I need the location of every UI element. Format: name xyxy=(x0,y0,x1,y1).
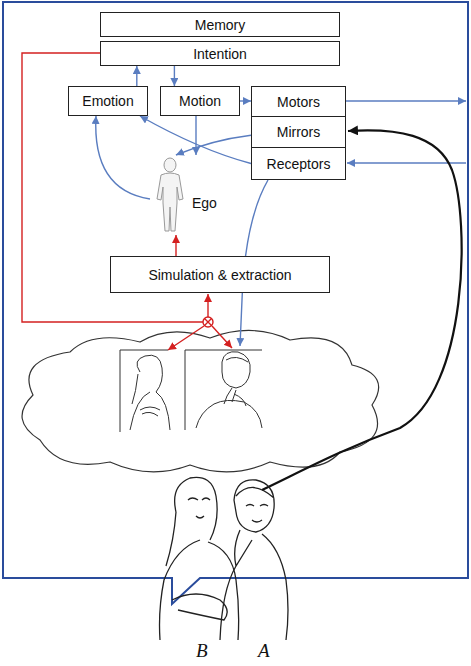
motor-output xyxy=(346,100,466,101)
simulation-box: Simulation & extraction xyxy=(110,256,330,293)
red-arrow xyxy=(207,294,208,317)
motors-box: Motors xyxy=(251,86,346,117)
box-label: Intention xyxy=(193,46,247,62)
ego-figure: Ego xyxy=(150,155,222,235)
memory-box: Memory xyxy=(100,12,340,37)
ego-icon xyxy=(150,155,190,235)
box-label: Mirrors xyxy=(277,124,321,140)
imagined-a xyxy=(185,350,262,430)
blue-connector xyxy=(136,66,137,86)
box-label: Memory xyxy=(195,17,246,33)
ego-label: Ego xyxy=(192,195,217,211)
red-arrow xyxy=(212,326,232,348)
person-a xyxy=(220,480,288,640)
box-label: Motion xyxy=(179,93,221,109)
blue-connector xyxy=(176,135,251,155)
mirrors-box: Mirrors xyxy=(251,116,346,148)
callout-frame xyxy=(3,2,468,604)
red-arrow xyxy=(168,326,204,350)
blue-connector xyxy=(195,116,196,155)
box-label: Emotion xyxy=(82,93,133,109)
emotion-box: Emotion xyxy=(68,86,148,116)
combine-symbol xyxy=(203,317,213,327)
intention-box: Intention xyxy=(100,41,340,66)
person-label: B xyxy=(196,640,208,662)
thought-cloud xyxy=(22,330,379,471)
box-label: Receptors xyxy=(267,156,331,172)
person-b xyxy=(160,477,239,640)
blue-connector xyxy=(174,66,175,86)
blue-connector xyxy=(140,116,251,164)
box-label: Motors xyxy=(277,94,320,110)
blue-connector xyxy=(96,116,150,199)
red-connector xyxy=(175,235,176,256)
person-label: A xyxy=(258,640,270,662)
box-label: Simulation & extraction xyxy=(148,267,291,283)
mirror-link xyxy=(262,130,462,490)
receptors-box: Receptors xyxy=(251,147,346,180)
imagined-b xyxy=(120,350,170,432)
motion-box: Motion xyxy=(160,86,240,116)
blue-connector xyxy=(240,100,251,101)
